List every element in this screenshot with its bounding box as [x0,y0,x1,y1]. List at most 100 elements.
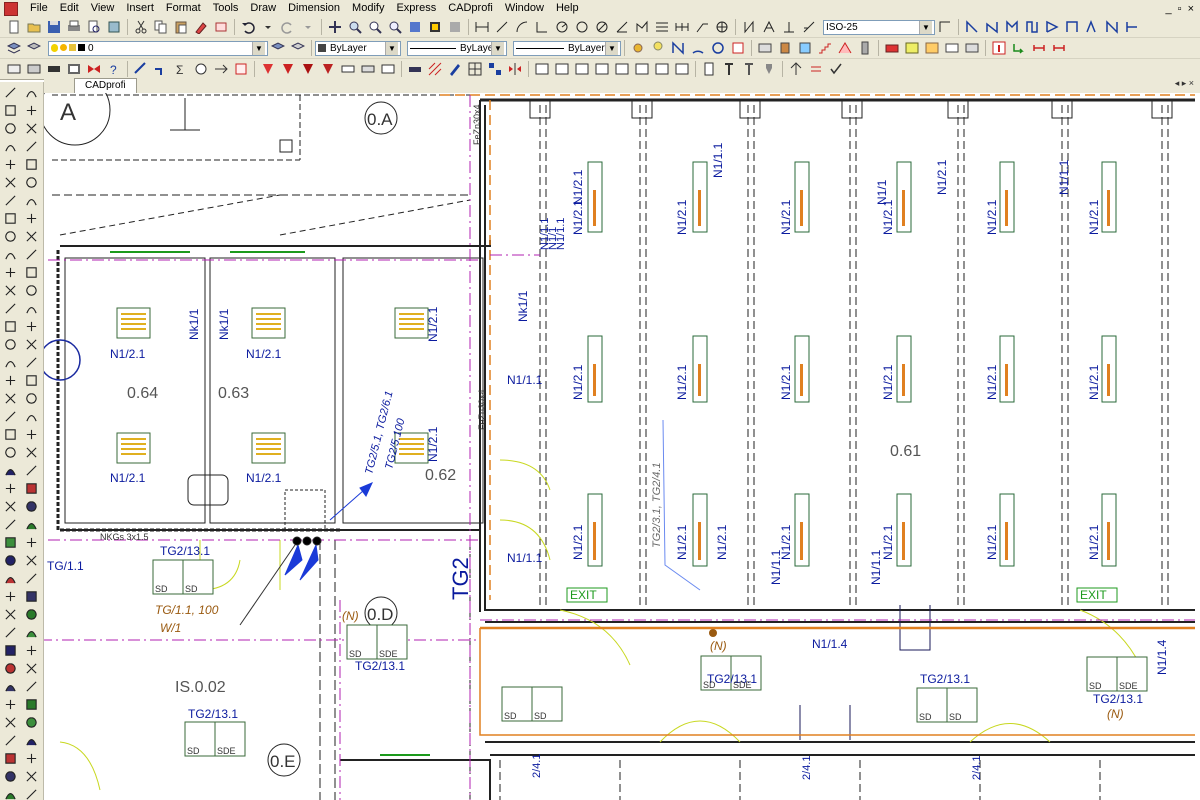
dim-ordinate-icon[interactable] [533,18,551,36]
mirror-icon[interactable] [22,120,40,136]
copy-icon[interactable] [152,18,170,36]
cadprofi-tables-icon[interactable] [1103,18,1121,36]
tolerance-icon[interactable] [713,18,731,36]
cadprofi-lines-icon[interactable] [1083,18,1101,36]
new-file-icon[interactable] [5,18,23,36]
solid-icon[interactable] [1,732,19,748]
cp-sigma-icon[interactable]: Σ [172,60,190,78]
app-icon[interactable] [4,1,18,16]
cp-socket-icon[interactable] [339,60,357,78]
dim-baseline-icon[interactable] [653,18,671,36]
block-editor-icon[interactable] [212,18,230,36]
cp-tbl-2-icon[interactable] [553,60,571,78]
render-icon[interactable] [1,588,19,604]
layer-icon[interactable] [1,444,19,460]
chevron-down-icon[interactable]: ▼ [491,41,504,55]
cp-heating-icon[interactable] [25,60,43,78]
dim-edit-icon[interactable] [740,18,758,36]
cadprofi-bed-icon[interactable] [943,39,961,57]
insert-block-icon[interactable] [1,282,19,298]
id-icon[interactable] [22,462,40,478]
walk-icon[interactable] [1,660,19,676]
cadprofi-ring-icon[interactable] [709,39,727,57]
cp-car-icon[interactable] [406,60,424,78]
spline-icon[interactable] [1,228,19,244]
light-icon[interactable] [1,606,19,622]
dim-style-manager-icon[interactable] [936,18,954,36]
cp-lamp-3-icon[interactable] [299,60,317,78]
layer-combo[interactable]: 0 ▼ [48,40,268,56]
slice-icon[interactable] [22,570,40,586]
print-preview-icon[interactable] [85,18,103,36]
gradient-icon[interactable] [1,354,19,370]
open-file-icon[interactable] [25,18,43,36]
dimstyle-combo[interactable]: ISO-25 ▼ [823,19,935,35]
box-icon[interactable] [1,750,19,766]
dim-arc-icon[interactable] [513,18,531,36]
line-icon[interactable] [1,84,19,100]
dim-angular-icon[interactable] [613,18,631,36]
camera-icon[interactable] [1,642,19,658]
extrude-icon[interactable] [22,606,40,622]
lineweight-combo[interactable]: ByLayer ▼ [513,40,621,56]
intersect-icon[interactable] [22,552,40,568]
cp-tbl-7-icon[interactable] [653,60,671,78]
text-icon[interactable] [1,426,19,442]
close-button[interactable]: × [1187,2,1194,15]
cp-nut-icon[interactable] [760,60,778,78]
polygon-icon[interactable] [1,138,19,154]
layer-previous-icon[interactable] [289,39,307,57]
match-properties-icon[interactable] [192,18,210,36]
break-icon[interactable] [22,282,40,298]
menu-modify[interactable]: Modify [352,2,385,14]
cp-pump-icon[interactable] [192,60,210,78]
fillet-icon[interactable] [22,336,40,352]
press-icon[interactable] [22,678,40,694]
cadprofi-roof-icon[interactable] [836,39,854,57]
chevron-down-icon[interactable]: ▼ [919,20,932,34]
menu-draw[interactable]: Draw [250,2,277,14]
cadprofi-electrical-icon[interactable] [1023,18,1041,36]
cadprofi-hvac-icon[interactable] [983,18,1001,36]
region-icon[interactable] [1,372,19,388]
view-icon[interactable] [1,552,19,568]
cp-panel-icon[interactable] [379,60,397,78]
cp-mirror-icon[interactable] [506,60,524,78]
redo-dropdown-icon[interactable] [299,18,317,36]
area-icon[interactable] [22,444,40,460]
extend-icon[interactable] [22,264,40,280]
menu-help[interactable]: Help [555,2,579,14]
menu-cadprofi[interactable]: CADprofi [448,2,493,14]
color-combo[interactable]: ByLayer ▼ [315,40,401,56]
cp-fitting-icon[interactable] [152,60,170,78]
cp-check-icon[interactable] [827,60,845,78]
cadprofi-mech-icon[interactable] [1043,18,1061,36]
menu-edit[interactable]: Edit [59,2,79,14]
cadprofi-measure-icon[interactable] [1050,39,1068,57]
dim-continue-icon[interactable] [673,18,691,36]
zoom-window-icon[interactable] [366,18,384,36]
cp-tbl-4-icon[interactable] [593,60,611,78]
dim-style-icon[interactable] [800,18,818,36]
toggle-icon[interactable] [1,480,19,496]
cadprofi-stairs-icon[interactable] [816,39,834,57]
cp-switch-icon[interactable] [359,60,377,78]
cp-lamp-4-icon[interactable] [319,60,337,78]
polyline-icon[interactable] [1,120,19,136]
cadprofi-door-icon[interactable] [776,39,794,57]
anim-icon[interactable] [1,696,19,712]
cp-weld-icon[interactable] [787,60,805,78]
cp-tbl-5-icon[interactable] [613,60,631,78]
menu-view[interactable]: View [90,2,115,14]
layer-states-icon[interactable] [25,39,43,57]
cp-hatch-icon[interactable] [426,60,444,78]
explode-icon[interactable] [22,354,40,370]
table-icon[interactable] [1,390,19,406]
cp-lamp-2-icon[interactable] [279,60,297,78]
match-icon[interactable] [22,390,40,406]
dim-text-edit-icon[interactable] [760,18,778,36]
ray-icon[interactable] [1,102,19,118]
cadprofi-insert-icon[interactable] [729,39,747,57]
cadprofi-wall-icon[interactable] [756,39,774,57]
cadprofi-column-icon[interactable] [856,39,874,57]
